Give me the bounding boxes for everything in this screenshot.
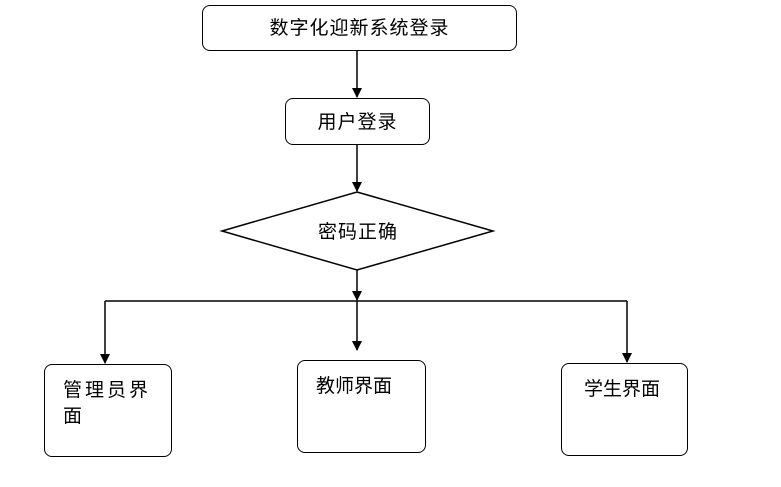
user-login-box: 用户登录 xyxy=(285,98,430,145)
user-login-text: 用户登录 xyxy=(317,110,398,133)
admin-interface-text-line1: 管理员界 xyxy=(63,379,152,401)
student-interface-text: 学生界面 xyxy=(584,378,661,400)
system-login-title-box: 数字化迎新系统登录 xyxy=(202,5,517,51)
admin-interface-text-line2: 面 xyxy=(63,405,86,427)
system-login-title-text: 数字化迎新系统登录 xyxy=(269,17,450,39)
teacher-interface-box: 教师界面 xyxy=(297,360,426,453)
admin-interface-box: 管理员界 面 xyxy=(44,364,172,457)
password-check-label: 密码正确 xyxy=(317,221,398,243)
student-interface-box: 学生界面 xyxy=(561,363,688,456)
teacher-interface-text: 教师界面 xyxy=(316,375,393,397)
